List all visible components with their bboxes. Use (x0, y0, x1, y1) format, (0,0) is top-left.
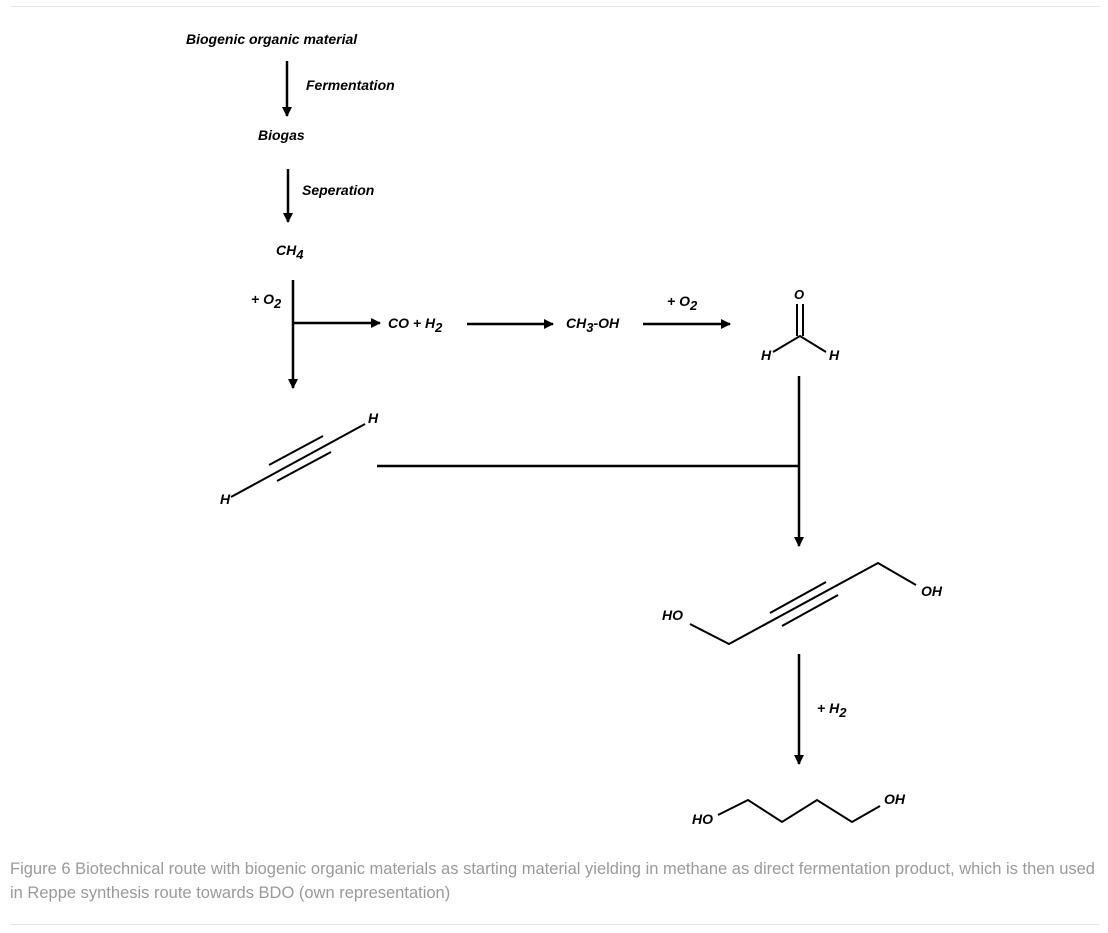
biogas-label: Biogas (258, 127, 305, 143)
methane-formula: CH4 (276, 242, 304, 262)
svg-text:OH: OH (884, 791, 906, 807)
svg-text:H: H (368, 410, 379, 426)
svg-text:O: O (794, 287, 804, 302)
svg-text:H: H (761, 347, 772, 363)
fermentation-label: Fermentation (306, 77, 395, 93)
reaction-scheme: Biogenic organic material Fermentation B… (186, 31, 943, 827)
formaldehyde-structure: O H H (761, 287, 840, 363)
svg-text:H: H (829, 347, 840, 363)
butynediol-structure: HO OH (662, 561, 943, 646)
acetylene-structure: H H (220, 410, 379, 507)
hydrogen-reagent: + H2 (817, 700, 847, 720)
svg-text:OH: OH (921, 583, 943, 599)
methanol-formula: CH3-OH (566, 315, 620, 335)
oxygen-reagent-1: + O2 (251, 291, 282, 311)
separation-label: Seperation (302, 182, 374, 198)
syngas-formula: CO + H2 (388, 315, 443, 335)
figure-caption: Figure 6 Biotechnical route with biogeni… (10, 860, 1095, 902)
biogenic-material-label: Biogenic organic material (186, 31, 358, 47)
top-divider (10, 6, 1100, 7)
svg-text:HO: HO (692, 811, 713, 827)
svg-text:HO: HO (662, 607, 683, 623)
bottom-divider (10, 924, 1100, 925)
butanediol-structure: HO OH (692, 791, 906, 827)
oxygen-reagent-2: + O2 (667, 293, 698, 313)
svg-text:H: H (220, 491, 231, 507)
